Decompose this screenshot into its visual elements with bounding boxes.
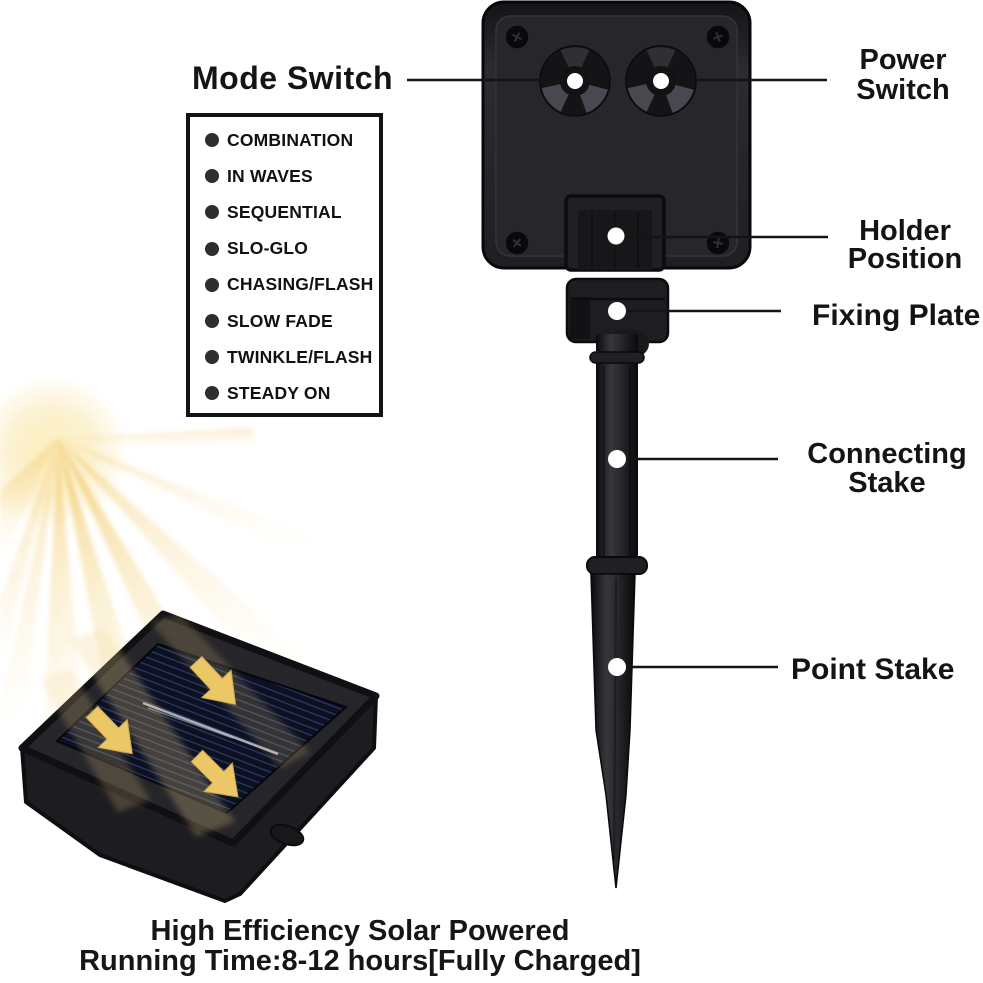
mode-item-label: SEQUENTIAL xyxy=(227,201,342,222)
fixing-plate-dot xyxy=(608,302,626,320)
bullet-icon xyxy=(205,205,219,220)
bullet-icon xyxy=(205,314,219,329)
controller-back xyxy=(481,0,752,272)
power-knob-dot xyxy=(653,73,669,89)
mode-item-label: COMBINATION xyxy=(227,129,354,150)
mode-switch-label: Mode Switch xyxy=(192,60,394,96)
connecting-stake-line2: Stake xyxy=(848,467,926,499)
screw-icon xyxy=(504,230,530,256)
mode-list-panel: COMBINATION IN WAVES SEQUENTIAL SLO-GLO … xyxy=(186,113,383,417)
connecting-stake-label: Connecting Stake xyxy=(794,440,980,498)
power-switch-line2: Switch xyxy=(856,74,950,106)
mode-item-label: SLO-GLO xyxy=(227,238,309,259)
sunlight-arrows xyxy=(85,655,239,798)
connecting-stake-line1: Connecting xyxy=(807,438,967,470)
mode-item: IN WAVES xyxy=(205,158,379,194)
stake-flange xyxy=(586,556,648,575)
arrow-icon xyxy=(85,705,133,755)
callout-lines xyxy=(407,78,828,669)
cell-busbar xyxy=(142,701,279,756)
power-switch-line1: Power xyxy=(859,44,947,76)
indicator-dots xyxy=(567,73,669,676)
mode-item-label: STEADY ON xyxy=(227,382,331,403)
bullet-icon xyxy=(205,241,219,256)
connecting-stake xyxy=(586,334,648,575)
screw-icon xyxy=(504,24,530,50)
solar-panel-box xyxy=(18,610,380,903)
power-switch-label: Power Switch xyxy=(828,45,978,105)
holder-position-line1: Holder xyxy=(859,215,951,247)
footer-line1: High Efficiency Solar Powered xyxy=(150,915,570,947)
side-connector xyxy=(269,823,305,847)
bullet-icon xyxy=(205,169,219,184)
mode-item-label: SLOW FADE xyxy=(227,310,333,331)
screw-icon xyxy=(705,24,731,50)
mode-item-label: TWINKLE/FLASH xyxy=(227,346,373,367)
mode-item-label: CHASING/FLASH xyxy=(227,274,374,295)
mode-item-label: IN WAVES xyxy=(227,165,313,186)
holder-position-line2: Position xyxy=(847,243,963,275)
holder-position-dot xyxy=(607,227,625,245)
point-stake xyxy=(590,573,636,889)
bullet-icon xyxy=(205,386,219,401)
point-stake-label: Point Stake xyxy=(791,653,955,686)
arrow-icon xyxy=(190,749,239,798)
mode-item: TWINKLE/FLASH xyxy=(205,339,379,375)
bullet-icon xyxy=(205,277,219,292)
mode-item: CHASING/FLASH xyxy=(205,267,379,303)
connecting-stake-dot xyxy=(608,450,626,468)
mode-item: SLOW FADE xyxy=(205,303,379,339)
footer-text: High Efficiency Solar Powered Running Ti… xyxy=(35,916,685,976)
footer-line2: Running Time:8-12 hours[Fully Charged] xyxy=(79,945,641,977)
mode-item: SEQUENTIAL xyxy=(205,194,379,230)
fixing-plate-label: Fixing Plate xyxy=(812,299,981,332)
cell-busbar xyxy=(147,707,234,739)
screw-icon xyxy=(705,230,731,256)
mode-item: COMBINATION xyxy=(205,122,379,158)
mode-item: STEADY ON xyxy=(205,375,379,411)
arrow-icon xyxy=(189,655,237,706)
bullet-icon xyxy=(205,133,219,148)
mode-knob-dot xyxy=(567,73,583,89)
point-stake-dot xyxy=(608,658,626,676)
mode-item: SLO-GLO xyxy=(205,231,379,267)
holder-position-label: Holder Position xyxy=(826,215,983,275)
bullet-icon xyxy=(205,350,219,365)
